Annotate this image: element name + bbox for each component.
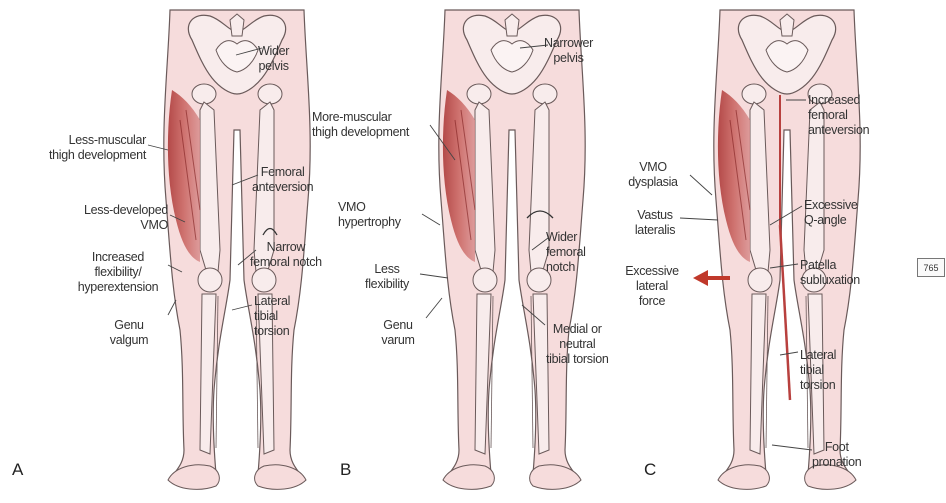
panel-letter-a: A	[12, 460, 23, 480]
panel-letter-b: B	[340, 460, 351, 480]
page-number-box: 765	[917, 258, 945, 277]
q-angle-line	[780, 225, 790, 400]
panel-letter-c: C	[644, 460, 656, 480]
figure-c-legs	[714, 10, 860, 489]
